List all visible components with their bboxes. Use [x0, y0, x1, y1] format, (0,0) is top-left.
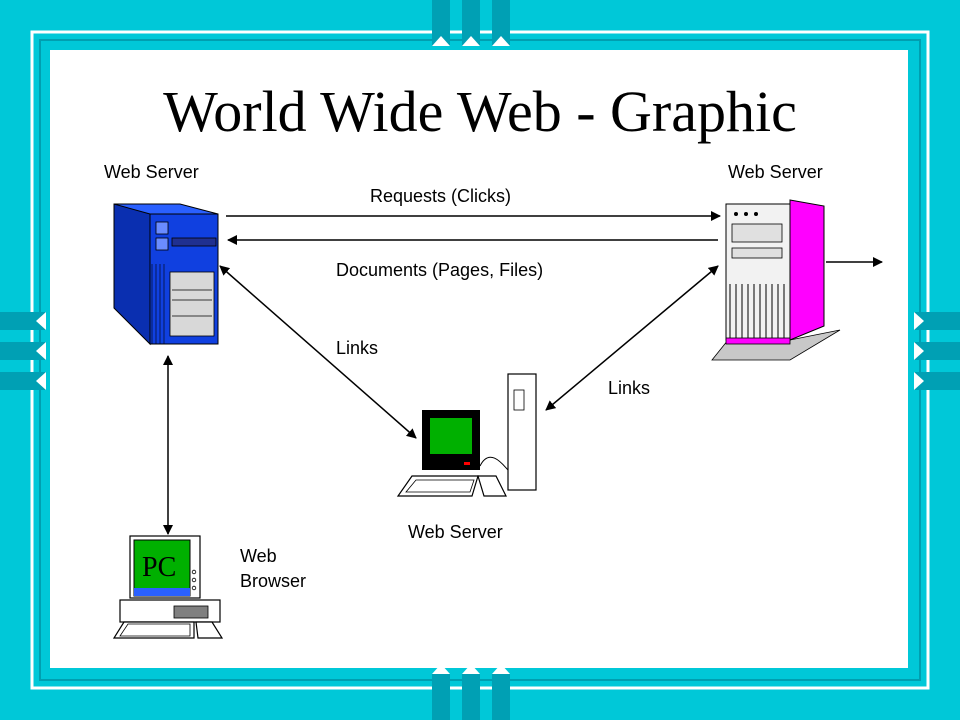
links-left-label: Links: [336, 338, 379, 358]
left-tabs-decoration: [0, 312, 46, 390]
pc-screen-label: PC: [142, 552, 177, 583]
links-left-arrow: [219, 265, 417, 439]
requests-label: Requests (Clicks): [370, 186, 512, 206]
top-tabs-decoration: [432, 0, 510, 46]
pc-browser-icon: [112, 535, 224, 639]
documents-label: Documents (Pages, Files): [336, 260, 544, 280]
browser-label-line1: Web: [240, 546, 277, 566]
server-bottom-label: Web Server: [408, 522, 503, 542]
bottom-tabs-decoration: [432, 664, 510, 720]
server-bottom-workstation-icon: [396, 373, 537, 497]
browser-label-line2: Browser: [240, 571, 307, 591]
slide-title: World Wide Web - Graphic: [163, 79, 797, 144]
server-right-icon: [711, 199, 841, 361]
links-right-label: Links: [608, 378, 651, 398]
server-right-label: Web Server: [728, 162, 823, 182]
server-left-icon: [113, 203, 219, 346]
right-tabs-decoration: [914, 312, 960, 390]
server-left-label: Web Server: [104, 162, 199, 182]
links-right-arrow: [545, 265, 719, 411]
